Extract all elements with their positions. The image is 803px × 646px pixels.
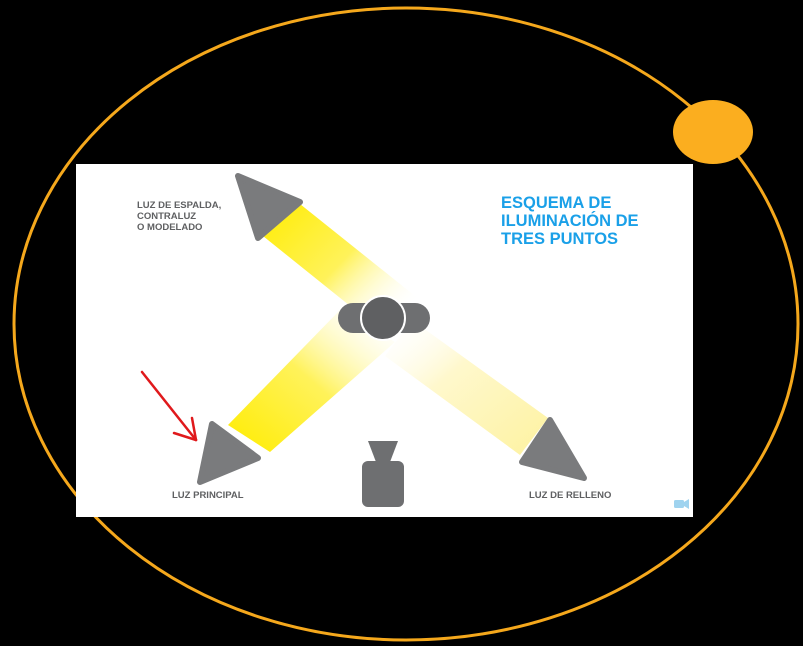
camera-body bbox=[362, 461, 404, 507]
video-camera-icon bbox=[674, 499, 689, 509]
back-light-label-line-1: LUZ DE ESPALDA, bbox=[137, 200, 221, 211]
camera-lens bbox=[368, 441, 398, 462]
subject-figure bbox=[338, 295, 430, 341]
key-light-fixture bbox=[197, 421, 261, 485]
back-light-fixture bbox=[235, 173, 303, 241]
title-line-1: ESQUEMA DE bbox=[501, 194, 611, 212]
title-line-2: ILUMINACIÓN DE bbox=[501, 211, 639, 230]
key-light-beam bbox=[228, 310, 395, 452]
key-light-label: LUZ PRINCIPAL bbox=[172, 490, 244, 501]
fill-light-label: LUZ DE RELLENO bbox=[529, 490, 611, 501]
arrow-icon bbox=[140, 370, 198, 442]
subject-head bbox=[360, 295, 406, 341]
diagram-title: ESQUEMA DE ILUMINACIÓN DE TRES PUNTOS bbox=[501, 194, 643, 248]
back-light-label-line-2: CONTRALUZ bbox=[137, 211, 196, 222]
fill-light-fixture bbox=[519, 417, 587, 481]
title-line-3: TRES PUNTOS bbox=[501, 230, 618, 248]
camera-figure bbox=[362, 441, 404, 507]
orbit-ellipse bbox=[12, 6, 800, 642]
back-light-label: LUZ DE ESPALDA, CONTRALUZ O MODELADO bbox=[137, 200, 224, 233]
back-light-label-line-3: O MODELADO bbox=[137, 222, 202, 233]
fill-light-beam bbox=[385, 320, 548, 455]
orbit-dot bbox=[673, 100, 753, 164]
